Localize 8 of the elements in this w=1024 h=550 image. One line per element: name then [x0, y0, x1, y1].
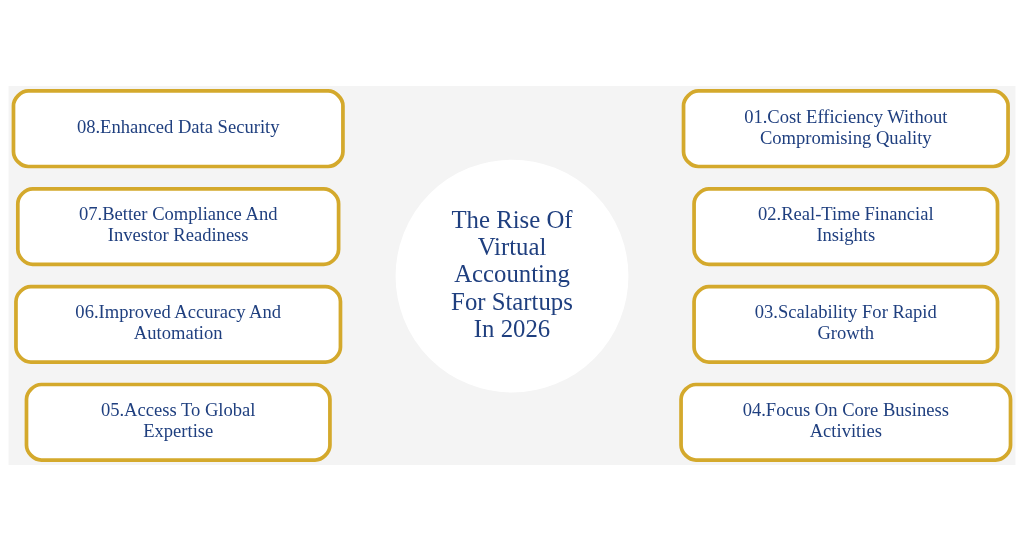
- node-box: 02.Real-Time Financial Insights: [692, 186, 1000, 266]
- node-box: 03.Scalability For Rapid Growth: [692, 284, 1000, 364]
- node-box: 06.Improved Accuracy And Automation: [14, 284, 343, 364]
- node-box: 01.Cost Efficiency Without Compromising Quality: [681, 88, 1010, 168]
- node-box: 08.Enhanced Data Security: [11, 88, 345, 168]
- node-box: 07.Better Compliance And Investor Readiness: [15, 186, 341, 266]
- node-box: 05.Access To Global Expertise: [24, 382, 332, 462]
- node-box: 04.Focus On Core Business Activities: [679, 382, 1013, 462]
